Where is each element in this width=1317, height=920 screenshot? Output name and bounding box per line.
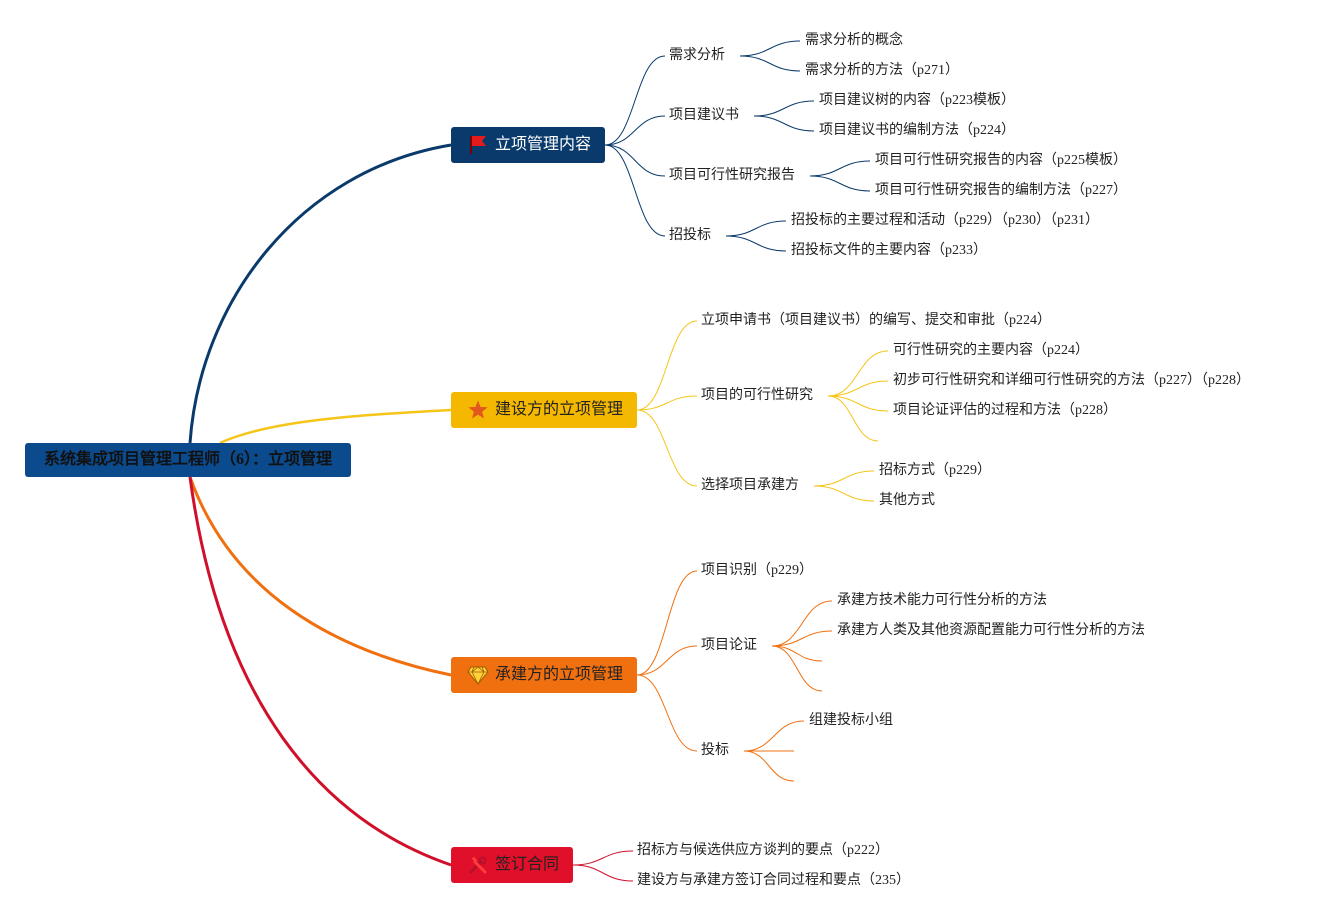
branch-topic-sign-contract[interactable]: 签订合同	[451, 847, 573, 883]
connector-leaf	[771, 630, 833, 647]
diamond-icon	[467, 664, 489, 686]
subtopic-negotiation-points[interactable]: 招标方与候选供应方谈判的要点（p222）	[637, 843, 889, 858]
connector-b1-sub-1	[636, 395, 698, 411]
connector-leaf	[809, 160, 871, 177]
leaf-item[interactable]: 需求分析的概念	[805, 33, 903, 48]
connector-leaf	[753, 100, 815, 117]
subtopic-select-contractor[interactable]: 选择项目承建方	[701, 478, 799, 493]
subtopic-bidding[interactable]: 招投标	[669, 228, 711, 243]
leaf-item[interactable]: 项目建议书的编制方法（p224）	[819, 123, 1015, 138]
subtopic-project-identification[interactable]: 项目识别（p229）	[701, 563, 813, 578]
connector-b0-sub-1	[604, 115, 666, 146]
connector-root-branch-1	[219, 408, 452, 445]
tools-icon	[467, 854, 489, 876]
connector-b0-sub-0	[604, 55, 666, 146]
connector-leaf	[739, 55, 801, 72]
leaf-item[interactable]: 其他方式	[879, 493, 935, 508]
connector-b0-sub-3	[604, 144, 666, 237]
subtopic-requirements-analysis[interactable]: 需求分析	[669, 48, 725, 63]
connector-b2-sub-0	[636, 570, 698, 676]
connector-root-branch-2	[188, 476, 452, 677]
subtopic-feasibility-study[interactable]: 项目的可行性研究	[701, 388, 813, 403]
connector-root-branch-0	[188, 143, 452, 444]
leaf-item[interactable]: 承建方技术能力可行性分析的方法	[837, 593, 1047, 608]
connector-leaf	[753, 115, 815, 132]
branch-topic-project-content[interactable]: 立项管理内容	[451, 127, 605, 163]
connector-leaf	[827, 350, 889, 397]
connector-leaf	[813, 470, 875, 487]
flag-icon	[467, 134, 489, 156]
leaf-item[interactable]: 招投标的主要过程和活动（p229）（p230）（p231）	[791, 213, 1099, 228]
subtopic-project-argumentation[interactable]: 项目论证	[701, 638, 757, 653]
branch-topic-client-initiation[interactable]: 建设方的立项管理	[451, 392, 637, 428]
connector-leaf	[743, 750, 795, 782]
branch-label: 立项管理内容	[495, 136, 592, 153]
connector-leaf	[827, 395, 879, 442]
connector-leaf	[771, 645, 823, 662]
subtopic-project-proposal[interactable]: 项目建议书	[669, 108, 739, 123]
subtopic-application[interactable]: 立项申请书（项目建议书）的编写、提交和审批（p224）	[701, 313, 1051, 328]
connector-leaf	[809, 175, 871, 192]
connector-b0-sub-2	[604, 144, 666, 177]
star-icon	[467, 399, 489, 421]
leaf-item[interactable]: 承建方人类及其他资源配置能力可行性分析的方法	[837, 623, 1145, 638]
branch-topic-contractor-initiation[interactable]: 承建方的立项管理	[451, 657, 637, 693]
connector-root-branch-3	[188, 476, 452, 867]
connector-leaf	[827, 380, 889, 397]
branch-label: 签订合同	[495, 856, 560, 873]
connector-b3-sub-1	[572, 864, 634, 882]
connector-leaf	[739, 40, 801, 57]
subtopic-contract-signing[interactable]: 建设方与承建方签订合同过程和要点（235）	[637, 873, 910, 888]
leaf-item[interactable]: 需求分析的方法（p271）	[805, 63, 959, 78]
connector-leaf	[813, 485, 875, 502]
connector-leaf	[827, 395, 889, 412]
connector-b1-sub-2	[636, 409, 698, 487]
root-topic[interactable]: 系统集成项目管理工程师（6）：立项管理	[25, 443, 351, 477]
leaf-item[interactable]: 组建投标小组	[809, 713, 893, 728]
leaf-item[interactable]: 可行性研究的主要内容（p224）	[893, 343, 1089, 358]
subtopic-tender[interactable]: 投标	[701, 743, 729, 758]
leaf-item[interactable]: 招标方式（p229）	[879, 463, 991, 478]
connector-leaf	[743, 720, 805, 752]
connector-leaf	[771, 600, 833, 647]
connector-b3-sub-0	[572, 850, 634, 866]
leaf-item[interactable]: 项目论证评估的过程和方法（p228）	[893, 403, 1117, 418]
subtopic-feasibility-report[interactable]: 项目可行性研究报告	[669, 168, 795, 183]
branch-label: 承建方的立项管理	[495, 666, 624, 683]
connector-b1-sub-0	[636, 320, 698, 411]
leaf-item[interactable]: 项目可行性研究报告的内容（p225模板）	[875, 153, 1127, 168]
leaf-item[interactable]: 项目建议树的内容（p223模板）	[819, 93, 1015, 108]
connector-b2-sub-2	[636, 674, 698, 752]
leaf-item[interactable]: 初步可行性研究和详细可行性研究的方法（p227）（p228）	[893, 373, 1250, 388]
branch-label: 建设方的立项管理	[495, 401, 624, 418]
connector-leaf	[771, 645, 823, 692]
connector-leaf	[725, 235, 787, 252]
leaf-item[interactable]: 项目可行性研究报告的编制方法（p227）	[875, 183, 1127, 198]
connector-leaf	[725, 220, 787, 237]
leaf-item[interactable]: 招投标文件的主要内容（p233）	[791, 243, 987, 258]
connector-b2-sub-1	[636, 645, 698, 676]
